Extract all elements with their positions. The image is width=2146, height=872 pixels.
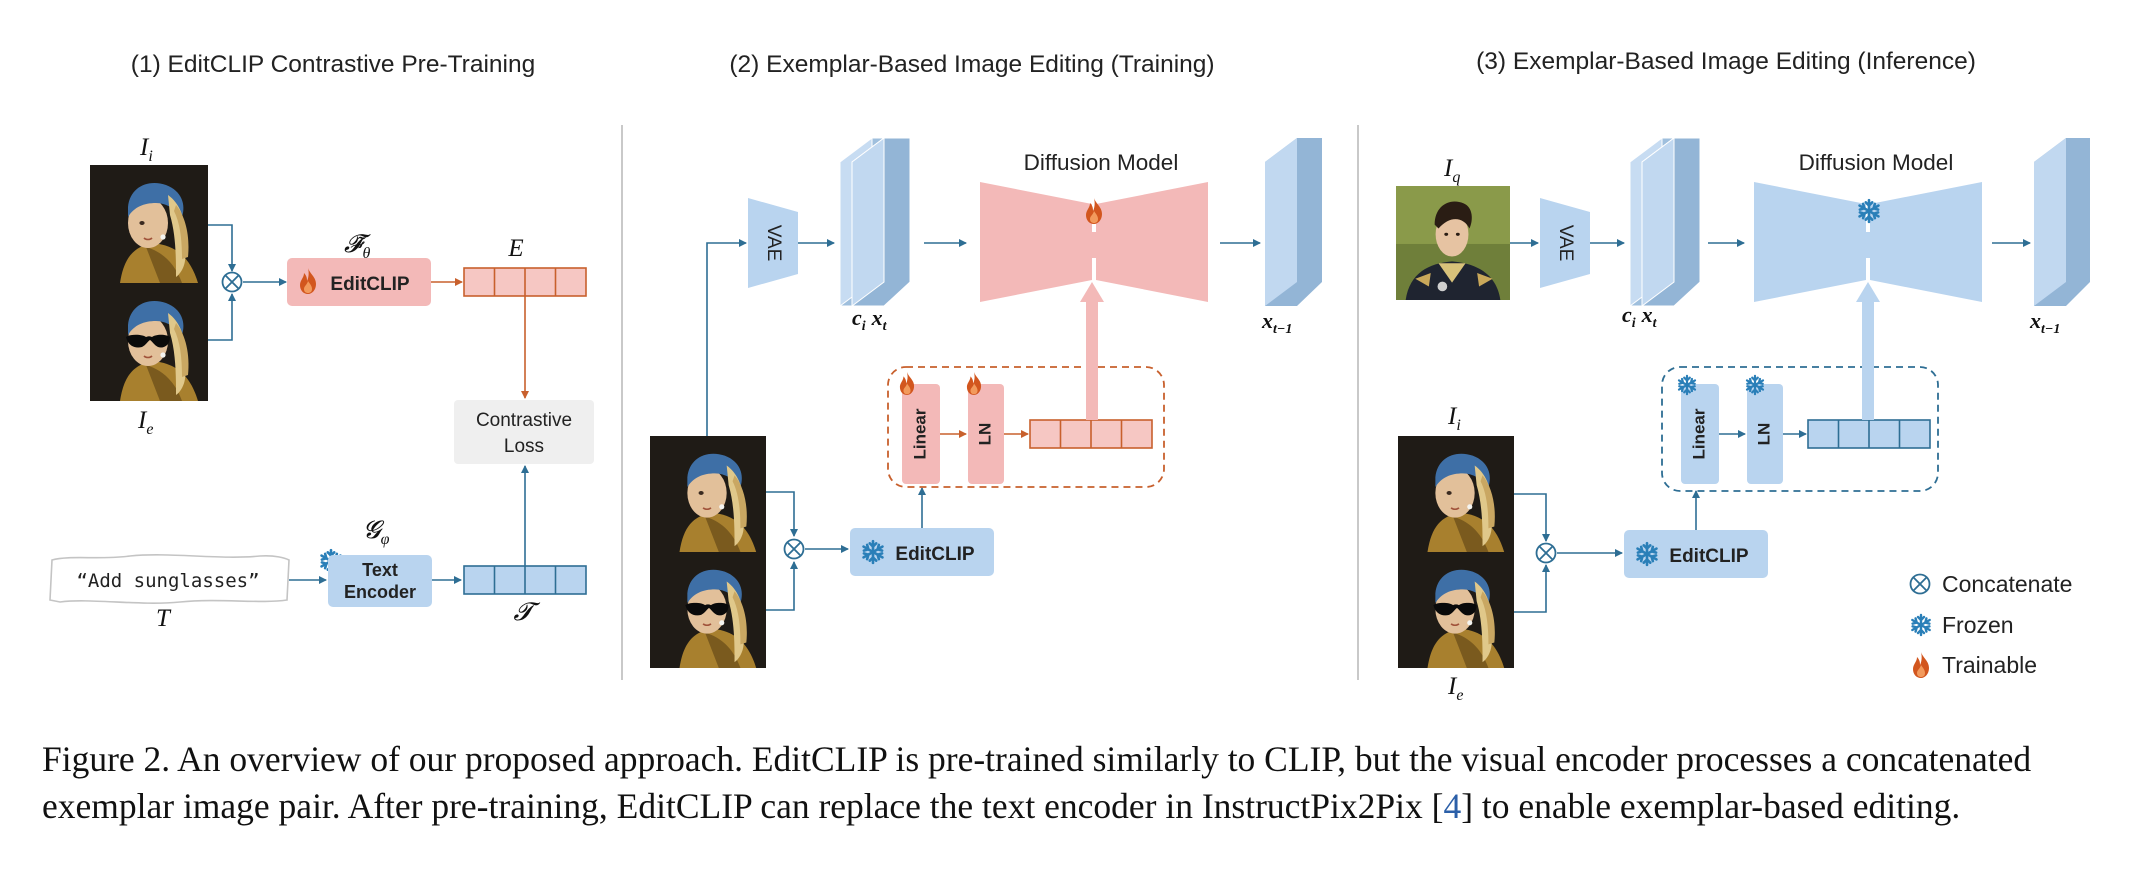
editclip-box-frozen — [850, 528, 994, 576]
adapter-vector — [1029, 419, 1153, 449]
concat-icon — [1535, 542, 1557, 564]
diffusion-title: Diffusion Model — [1024, 150, 1179, 175]
label-xt-1: xt−1 — [1261, 308, 1292, 337]
latent-stack — [1629, 137, 1701, 307]
arrow-src-concat — [766, 491, 798, 537]
arrow-edit-concat — [1514, 564, 1550, 613]
editclip-label: EditCLIP — [1669, 546, 1748, 567]
panel3-title: (3) Exemplar-Based Image Editing (Infere… — [1476, 48, 1976, 75]
label-G-phi: 𝓖φ — [363, 517, 390, 548]
arrow-Ie-concat — [208, 293, 236, 341]
adapter-dashed-group — [1661, 366, 1939, 492]
flame-icon — [899, 372, 915, 395]
conditioning-arrow-shaft — [1086, 300, 1098, 420]
legend-trainable: Trainable — [1942, 652, 2037, 678]
panel1: Ii Ie 𝓕̃θ EditCLIP E Contrastive Loss 𝓖φ… — [49, 134, 594, 632]
citation-link[interactable]: 4 — [1443, 786, 1462, 826]
label-F-theta: 𝓕̃θ — [344, 231, 371, 262]
flame-icon — [966, 372, 982, 395]
edited-image — [90, 283, 208, 401]
image-embedding-vector — [463, 267, 587, 297]
overview-figure: (1) EditCLIP Contrastive Pre-Training (2… — [49, 48, 2090, 704]
flame-icon — [1086, 198, 1102, 224]
editclip-label: EditCLIP — [330, 274, 409, 295]
vae-encoder — [748, 198, 798, 288]
conditioning-arrow-head — [1856, 282, 1880, 302]
contrastive-loss-line1: Contrastive — [476, 410, 572, 431]
exemplar-source-image — [650, 436, 766, 552]
legend-snowflake-icon — [1911, 613, 1931, 637]
adapter-vector — [1807, 419, 1931, 449]
caption-text-2: ] to enable exemplar-based editing. — [1461, 786, 1961, 826]
label-Ie: Ie — [1447, 673, 1463, 704]
source-image — [90, 165, 208, 283]
linear-label: Linear — [910, 408, 929, 459]
label-E: E — [507, 235, 523, 262]
label-Ie: Ie — [137, 407, 153, 438]
latent-stack — [839, 137, 911, 307]
ln-box — [968, 384, 1004, 484]
text-encoder-box-frozen — [328, 555, 432, 607]
text-encoder-line2: Encoder — [344, 582, 416, 602]
figure-caption: Figure 2. An overview of our proposed ap… — [42, 736, 2122, 830]
linear-box — [1681, 384, 1719, 484]
caption-text-1: Figure 2. An overview of our proposed ap… — [42, 739, 2032, 826]
concat-icon — [783, 538, 805, 560]
arrow-src-concat — [1514, 493, 1550, 542]
linear-label: Linear — [1689, 408, 1708, 459]
ln-label: LN — [1754, 423, 1773, 446]
text-encoder-line1: Text — [362, 560, 398, 580]
label-T-cal: 𝓣 — [513, 599, 540, 626]
text-prompt-box — [49, 554, 290, 604]
editclip-box-trainable — [287, 258, 431, 306]
panel1-title: (1) EditCLIP Contrastive Pre-Training — [131, 51, 535, 78]
adapter-dashed-group — [887, 366, 1165, 488]
exemplar-edited-image — [1398, 552, 1514, 668]
output-latent — [1265, 138, 1322, 306]
ln-label: LN — [975, 423, 994, 446]
label-T: T — [156, 605, 172, 632]
contrastive-loss-box — [454, 400, 594, 464]
label-Iq: Iq — [1443, 155, 1460, 186]
concat-icon — [221, 271, 243, 293]
editclip-label: EditCLIP — [895, 544, 974, 565]
diffusion-title: Diffusion Model — [1799, 150, 1954, 175]
vae-label: VAE — [763, 225, 784, 262]
exemplar-source-image — [1398, 436, 1514, 552]
output-latent — [2034, 138, 2090, 306]
legend: Concatenate Frozen Trainable — [1909, 571, 2072, 678]
arrow-to-vae — [706, 239, 747, 436]
label-xt-1: xt−1 — [2029, 308, 2060, 337]
legend-concatenate: Concatenate — [1942, 571, 2072, 597]
unet-bottleneck — [1090, 232, 1098, 258]
ln-box — [1747, 384, 1783, 484]
contrastive-loss-line2: Loss — [504, 436, 544, 457]
linear-box — [902, 384, 940, 484]
conditioning-arrow-shaft — [1862, 300, 1874, 420]
label-Ii: Ii — [139, 134, 153, 165]
text-embedding-vector — [463, 565, 587, 595]
text-prompt: “Add sunglasses” — [76, 570, 259, 592]
legend-concat-icon — [1909, 573, 1931, 595]
legend-flame-icon — [1913, 652, 1929, 678]
exemplar-edited-image — [650, 552, 766, 668]
arrow-edit-concat — [766, 561, 798, 611]
unet-bottleneck — [1864, 232, 1872, 258]
legend-frozen: Frozen — [1942, 612, 2014, 638]
arrow-Ii-concat — [208, 224, 236, 272]
vae-encoder — [1540, 198, 1590, 288]
panel2-title: (2) Exemplar-Based Image Editing (Traini… — [729, 51, 1214, 78]
conditioning-arrow-head — [1080, 282, 1104, 302]
vae-label: VAE — [1555, 225, 1576, 262]
query-image — [1396, 186, 1510, 300]
editclip-box-frozen — [1624, 530, 1768, 578]
label-Ii: Ii — [1447, 403, 1461, 434]
